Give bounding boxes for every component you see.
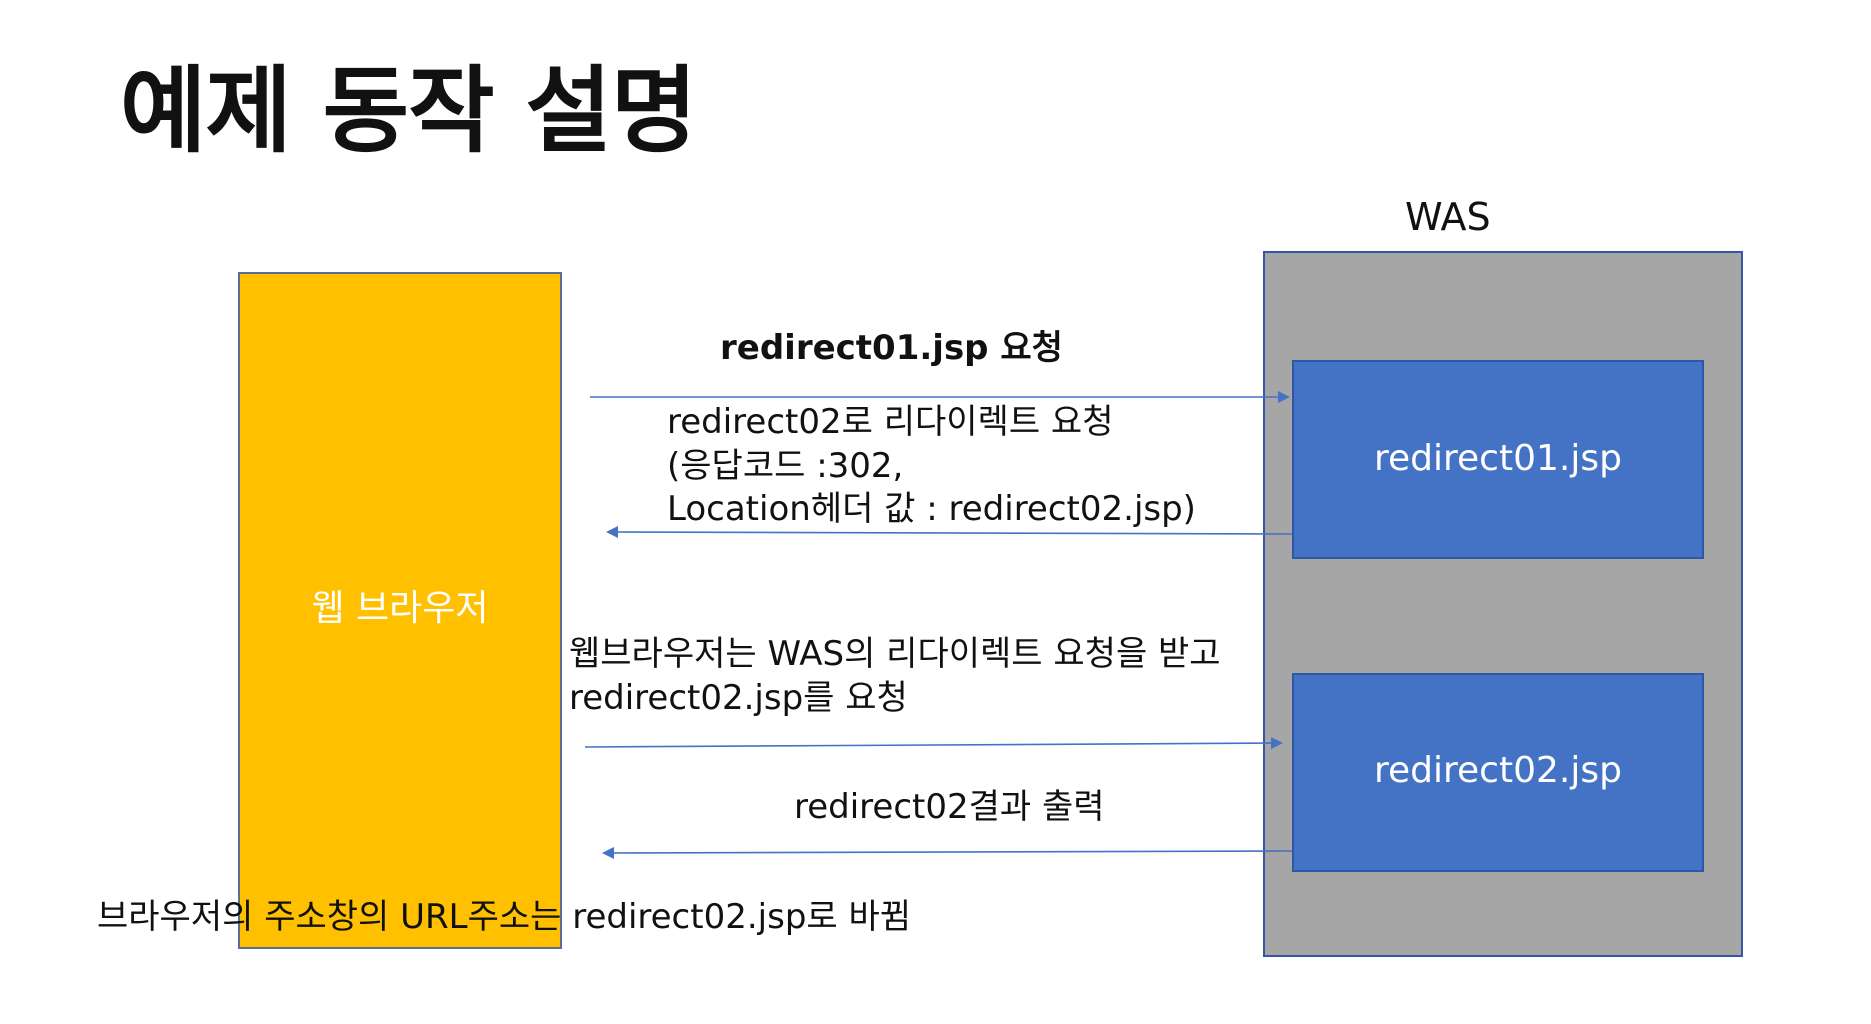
web-browser-label: 웹 브라우저 [311, 588, 489, 629]
redirect02-result-arrow [602, 846, 1293, 859]
address-bar-note: 브라우저의 주소창의 URL주소는 redirect02.jsp로 바뀜 [97, 897, 912, 937]
request-redirect02-arrow [584, 737, 1283, 750]
request2-line-2: redirect02.jsp를 요청 [569, 677, 908, 718]
redirect01-label: redirect01.jsp [1374, 438, 1622, 479]
redirect01-box [1292, 360, 1704, 559]
redirect02-box [1292, 673, 1704, 872]
redirect-response-line-2: (응답코드 :302, [667, 445, 904, 486]
redirect-response-line-1: redirect02로 리다이렉트 요청 [667, 402, 1114, 442]
request2-line-1: 웹브라우저는 WAS의 리다이렉트 요청을 받고 [569, 634, 1221, 674]
was-label: WAS [1405, 195, 1491, 239]
redirect-response-label: redirect02로 리다이렉트 요청 (응답코드 :302, Locatio… [667, 401, 1196, 532]
request2-label: 웹브라우저는 WAS의 리다이렉트 요청을 받고 redirect02.jsp를… [569, 633, 1221, 720]
slide-title: 예제 동작 설명 [120, 57, 697, 166]
redirect-response-arrow [606, 526, 1293, 539]
redirect02-result-label: redirect02결과 출력 [794, 787, 1105, 827]
web-browser-box [238, 272, 562, 949]
redirect-response-line-3: Location헤더 값 : redirect02.jsp) [667, 489, 1196, 530]
redirect02-label: redirect02.jsp [1374, 750, 1622, 791]
request1-label: redirect01.jsp 요청 [720, 328, 1063, 368]
